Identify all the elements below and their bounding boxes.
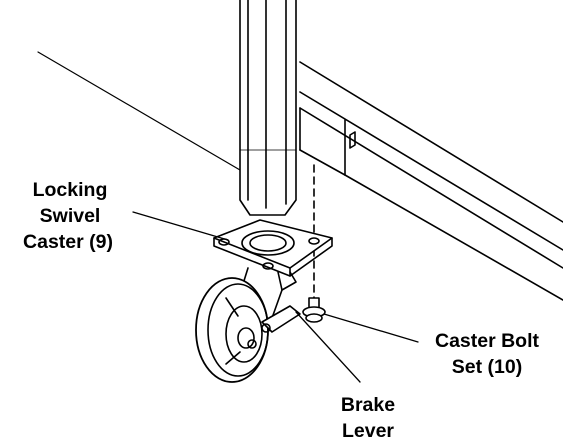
caster-bolt-set — [302, 297, 326, 323]
vertical-post — [239, 0, 297, 216]
brake-lever — [261, 305, 301, 333]
label-locking-caster-line1: Locking — [33, 179, 108, 201]
label-caster-bolt-set: Caster Bolt Set (10) — [435, 330, 540, 378]
label-locking-caster-line2: Swivel — [40, 205, 101, 227]
leader-caster-bolt — [323, 313, 419, 343]
caster-wheel — [195, 277, 269, 383]
label-caster-bolt-set-line1: Caster Bolt — [435, 330, 540, 352]
caster-plate — [213, 219, 333, 277]
label-locking-caster-line3: Caster (9) — [23, 231, 113, 253]
leader-brake-lever — [295, 311, 361, 383]
label-brake-lever-line2: Lever — [342, 420, 394, 442]
leader-locking-caster — [132, 211, 229, 241]
label-caster-bolt-set-line2: Set (10) — [452, 356, 522, 378]
label-locking-caster: Locking Swivel Caster (9) — [23, 179, 113, 253]
frame-rail — [299, 61, 563, 301]
label-brake-lever: Brake Lever — [341, 394, 395, 442]
label-brake-lever-line1: Brake — [341, 394, 395, 416]
leader-lines — [132, 211, 419, 383]
background-line — [37, 51, 241, 171]
